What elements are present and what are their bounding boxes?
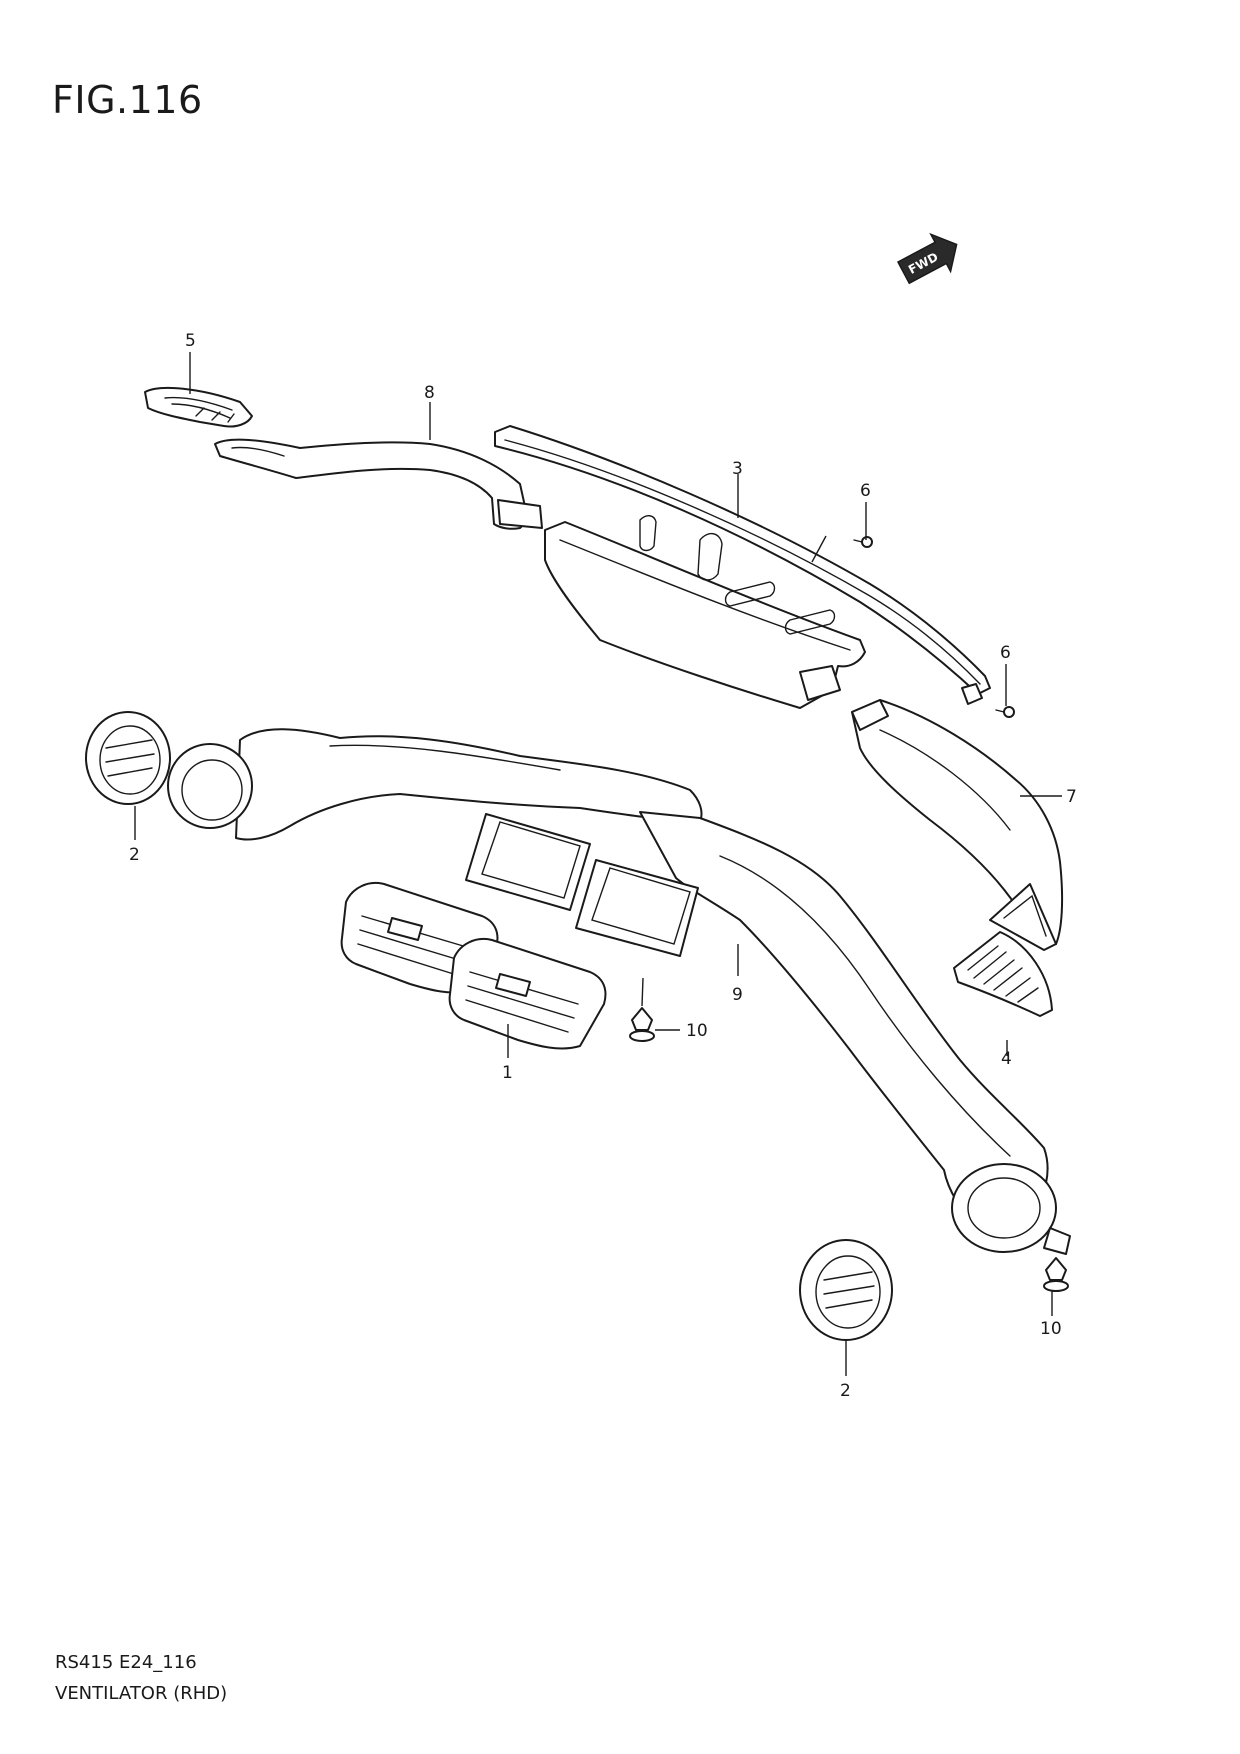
- part-4-side-grille: [953, 931, 1053, 1017]
- figure-name: VENTILATOR (RHD): [55, 1683, 228, 1704]
- callout-6-upper: 6: [860, 481, 871, 501]
- callout-5: 5: [185, 331, 196, 351]
- part-9-main-duct: [167, 728, 1071, 1255]
- callout-10-right: 10: [1040, 1319, 1062, 1339]
- part-5-vent-grille: [144, 386, 253, 428]
- part-1-center-vents: [340, 882, 607, 1050]
- callout-3: 3: [732, 459, 743, 479]
- callout-2-right: 2: [840, 1381, 851, 1401]
- callout-7: 7: [1066, 787, 1077, 807]
- callout-8: 8: [424, 383, 435, 403]
- part-6-clip-upper: [853, 536, 873, 548]
- callout-1: 1: [502, 1063, 513, 1083]
- part-2-round-vent-left: [85, 711, 171, 805]
- part-10-clip-left: [629, 1007, 655, 1042]
- leader-lines: [134, 352, 1062, 1376]
- part-7-right-duct: [851, 699, 1064, 951]
- part-10-clip-right: [1043, 1257, 1069, 1292]
- part-2-round-vent-right: [799, 1239, 893, 1341]
- figure-title: FIG.116: [52, 78, 203, 122]
- part-3-dash-duct: [494, 425, 991, 709]
- figure-code: RS415 E24_116: [55, 1652, 197, 1673]
- callout-9: 9: [732, 985, 743, 1005]
- callout-10-left: 10: [686, 1021, 708, 1041]
- callout-4: 4: [1001, 1049, 1012, 1069]
- callout-2-left: 2: [129, 845, 140, 865]
- part-8-upper-duct: [214, 438, 543, 530]
- part-6-clip-lower: [995, 706, 1015, 718]
- fwd-arrow-icon: FWD: [896, 232, 958, 285]
- callout-6-lower: 6: [1000, 643, 1011, 663]
